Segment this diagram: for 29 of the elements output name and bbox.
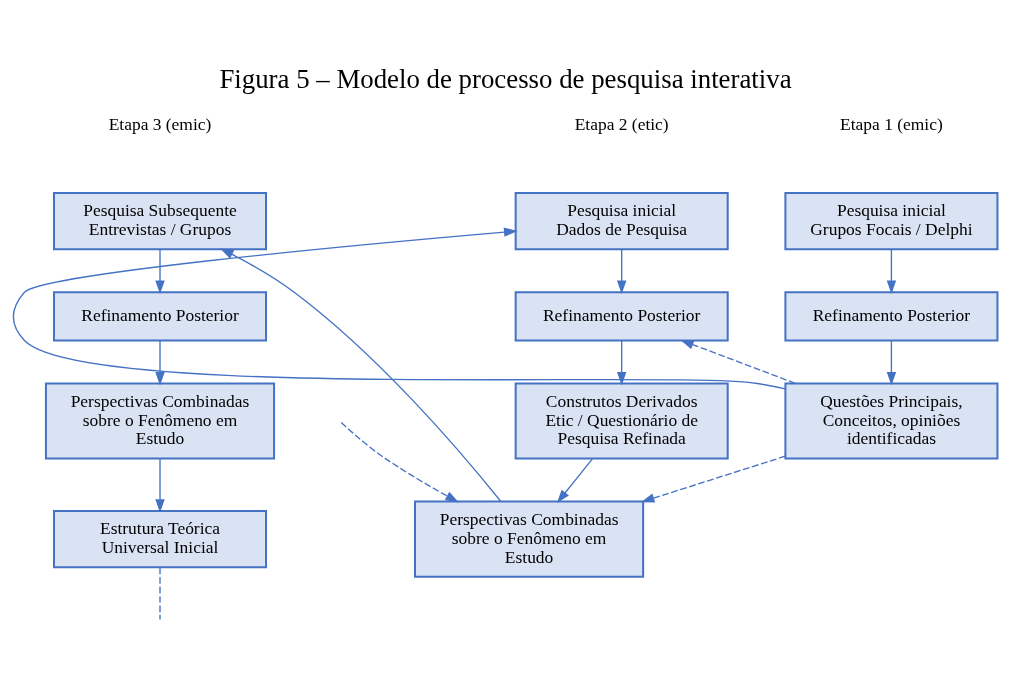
arrow [641,455,786,503]
node-box: Refinamento Posterior [52,291,268,342]
arrow [616,249,627,295]
label: Etapa 2 (etic) [574,114,669,135]
arrow [12,227,786,390]
arrow [616,340,627,386]
node-box: Refinamento Posterior [784,291,999,342]
arrow [340,421,459,503]
arrow [886,249,897,294]
node-box: Construtos Derivados Etic / Questionário de Pesquisa Refinada [514,382,729,460]
node-box: Perspectivas Combinadas sobre o Fenômeno em Estudo [414,500,645,578]
node-box: Pesquisa Subsequente Entrevistas / Grupos [52,191,268,251]
arrow [155,340,165,386]
node-box: Refinamento Posterior [514,291,729,342]
arrow [556,458,594,504]
diagram-title: Figura 5 – Modelo de processo de pesquisa interativa [219,64,792,95]
node-box: Questões Principais, Conceitos, opiniões identificadas [784,382,999,460]
node-box: Estrutura Teórica Universal Inicial [52,509,268,569]
arrow [886,340,897,386]
arrow [680,339,796,384]
arrow [220,248,502,502]
node-box: Pesquisa inicial Dados de Pesquisa [514,191,729,251]
node-box: Perspectivas Combinadas sobre o Fenômeno em Estudo [44,382,276,460]
node-box: Pesquisa inicial Grupos Focais / Delphi [784,191,999,251]
connector [159,567,161,621]
label: Etapa 3 (emic) [108,114,212,135]
arrow [155,249,165,295]
arrow [155,458,165,513]
label: Etapa 1 (emic) [840,114,943,135]
